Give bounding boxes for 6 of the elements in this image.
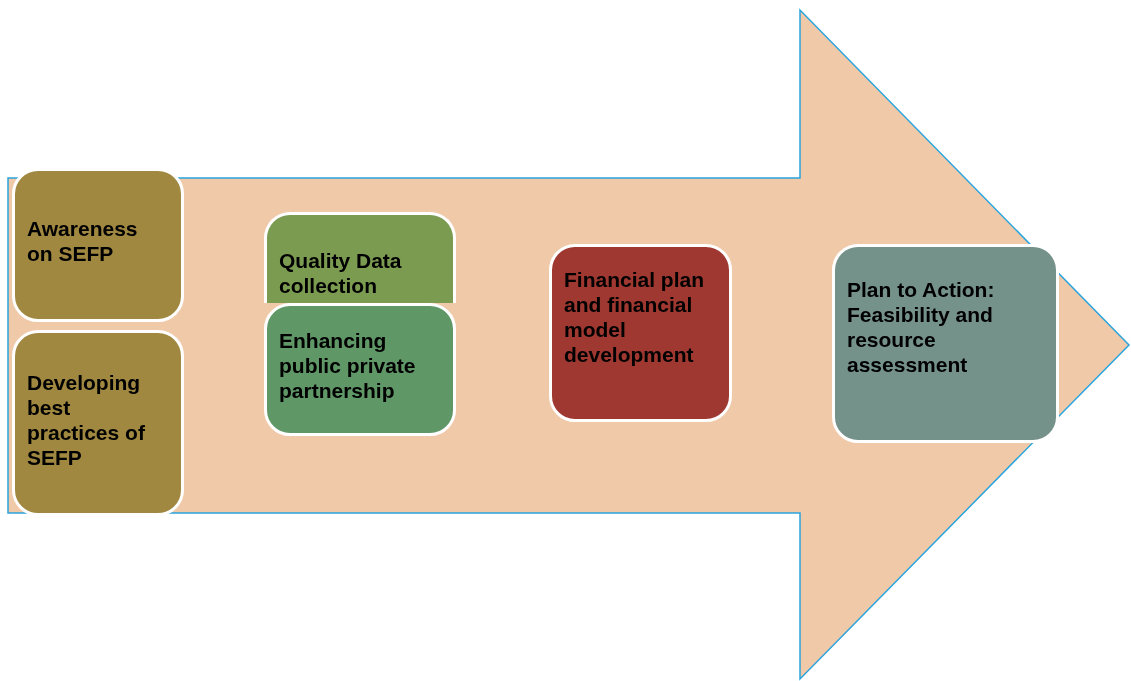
stage-box: Financial plan and financial model development — [549, 244, 732, 422]
stage-box: Plan to Action: Feasibility and resource assessment — [832, 244, 1059, 443]
stage-box: Developing best practices of SEFP — [12, 330, 184, 516]
stage-box: Awareness on SEFP — [12, 168, 184, 322]
stage-box: Enhancing public private partnership — [264, 303, 456, 436]
stage-box: Quality Data collection — [264, 212, 456, 303]
